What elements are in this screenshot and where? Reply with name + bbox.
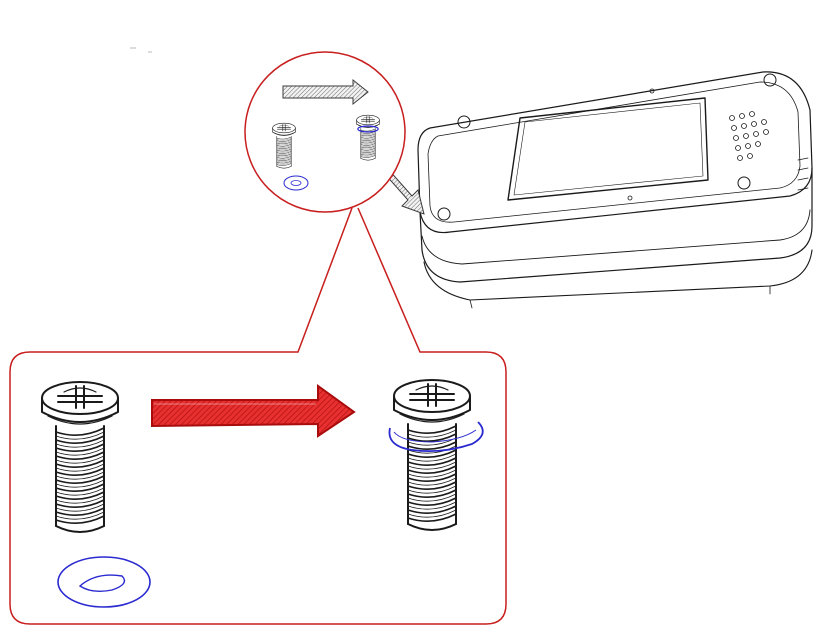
screw-after-icon — [388, 379, 484, 531]
callout-connector — [9, 207, 507, 625]
detail-callout-circle — [244, 51, 406, 213]
fitted-washer-icon — [388, 421, 484, 453]
screw-before-icon — [41, 381, 119, 533]
detail-callout-box — [41, 379, 484, 608]
o-ring-washer-icon — [57, 556, 151, 608]
small-screw-after-icon — [356, 114, 380, 161]
small-washer-icon — [283, 175, 309, 191]
small-arrow-icon — [282, 78, 369, 106]
handheld-device-icon — [417, 71, 813, 309]
assembly-arrow-icon — [151, 384, 356, 438]
stray-mark — [130, 47, 152, 53]
